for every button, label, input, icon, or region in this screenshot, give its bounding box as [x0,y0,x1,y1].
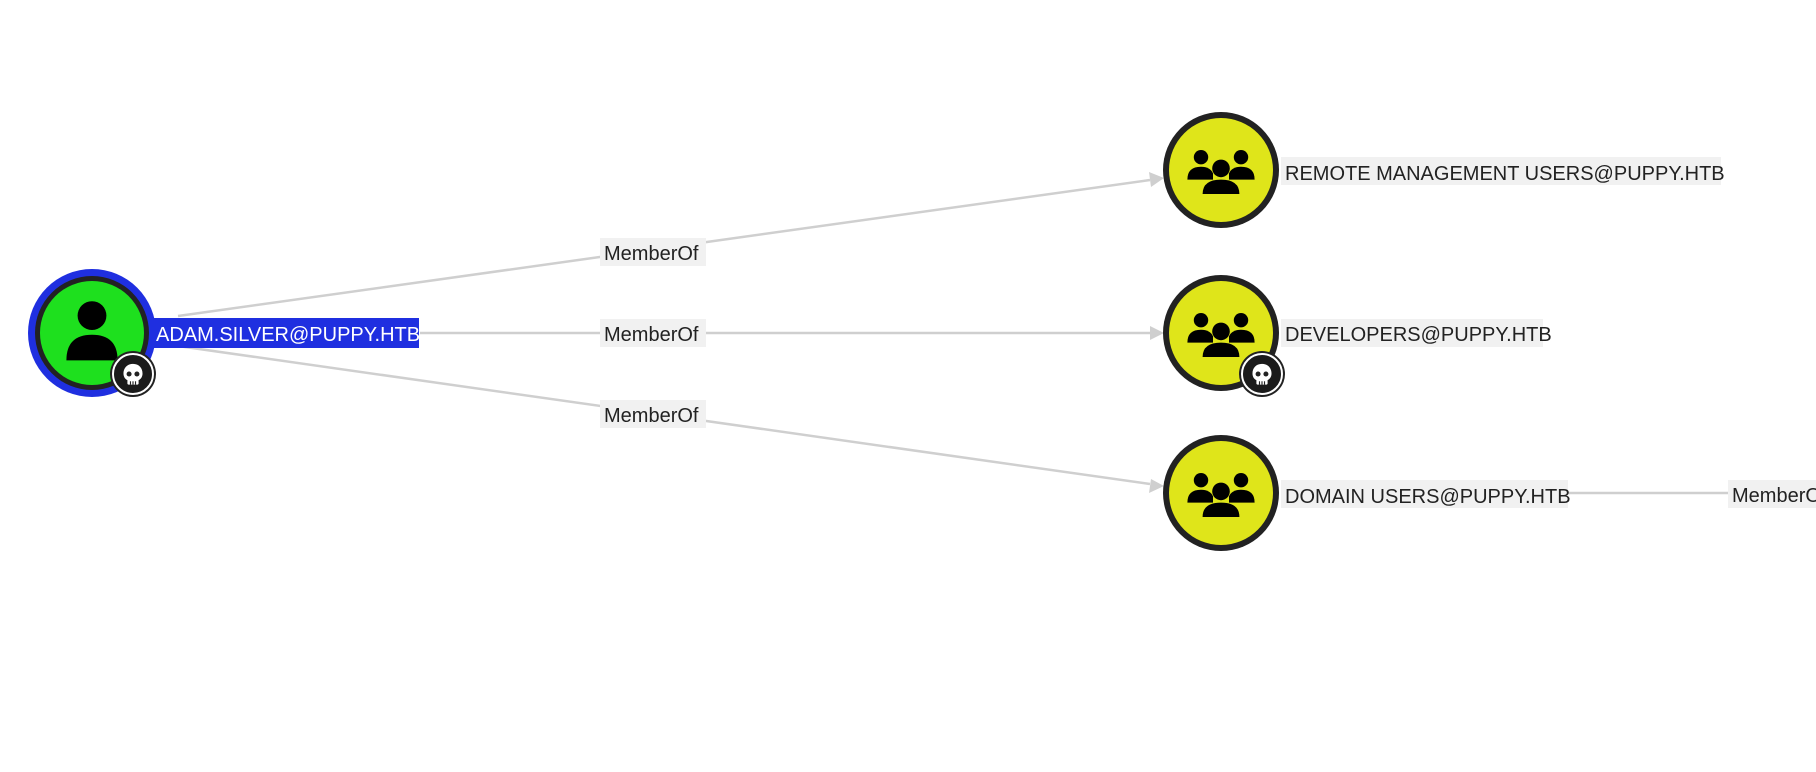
node-label: REMOTE MANAGEMENT USERS@PUPPY.HTB [1285,163,1725,185]
edge-label: MemberOf [604,243,699,265]
edge-label: MemberOf [604,405,699,427]
edge-label: MemberOf [604,324,699,346]
user-node-adam-silver[interactable]: ADAM.SILVER@PUPPY.HTB [28,269,420,397]
group-node-domain-users[interactable]: DOMAIN USERS@PUPPY.HTB [1163,435,1571,551]
node-label: ADAM.SILVER@PUPPY.HTB [156,324,420,346]
edge-memberof-remote-management[interactable]: MemberOf [177,172,1164,318]
skull-icon [1239,351,1285,397]
selected-label-bg [153,318,419,348]
group-node-remote-management-users[interactable]: REMOTE MANAGEMENT USERS@PUPPY.HTB [1163,112,1725,228]
edge-memberof-domain-users[interactable]: MemberOf [177,344,1164,493]
skull-icon [110,351,156,397]
edge-memberof-developers[interactable]: MemberOf [420,319,1164,347]
edge-memberof-offscreen[interactable]: MemberOf [1568,480,1816,508]
node-label: DOMAIN USERS@PUPPY.HTB [1285,486,1571,508]
group-node-developers[interactable]: DEVELOPERS@PUPPY.HTB [1163,275,1552,397]
edge-label: MemberOf [1732,485,1816,507]
node-label: DEVELOPERS@PUPPY.HTB [1285,324,1552,346]
